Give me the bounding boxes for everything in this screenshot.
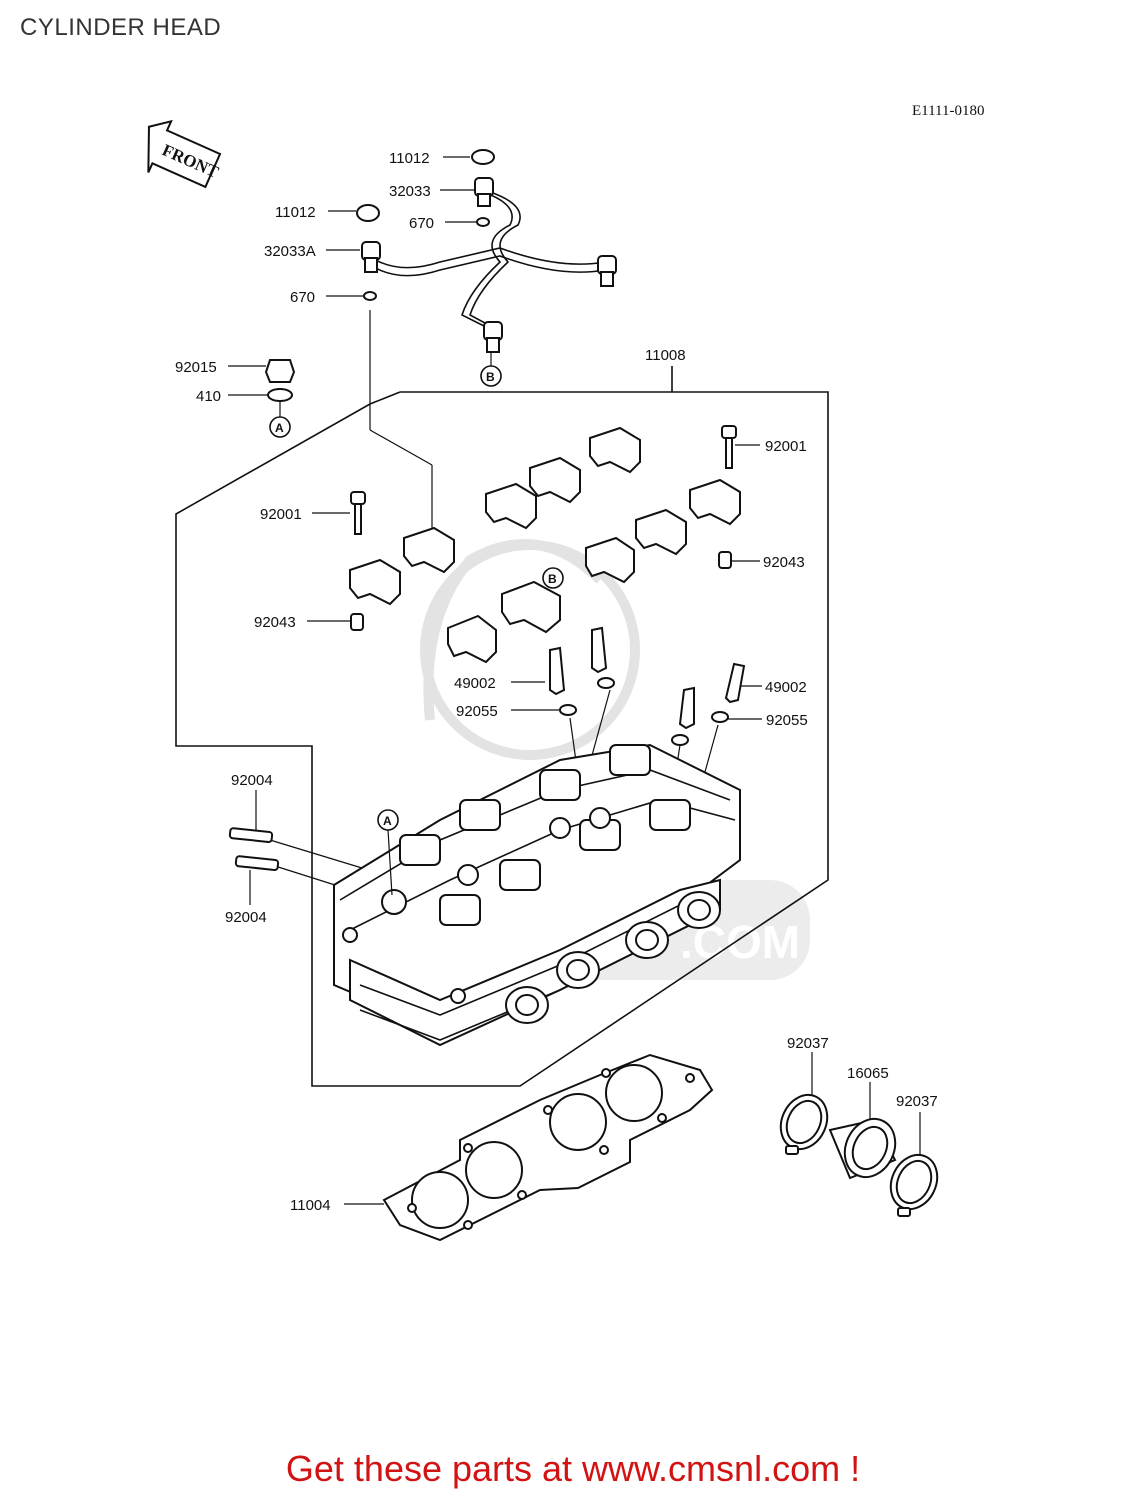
label-92055-right: 92055 bbox=[766, 712, 808, 729]
dowel-92043-left bbox=[350, 613, 364, 631]
label-670-top: 670 bbox=[409, 215, 434, 232]
label-92037-right: 92037 bbox=[896, 1093, 938, 1110]
carb-holder-assembly bbox=[779, 1093, 939, 1217]
dowel-92043-right bbox=[718, 551, 732, 569]
bolt-92001-right bbox=[721, 425, 737, 469]
front-arrow-icon: FRONT bbox=[147, 119, 222, 189]
label-11004: 11004 bbox=[290, 1197, 331, 1214]
label-92037-left: 92037 bbox=[787, 1035, 829, 1052]
label-49002-left: 49002 bbox=[454, 675, 496, 692]
label-92055-left: 92055 bbox=[456, 703, 498, 720]
valve-guides bbox=[549, 626, 746, 746]
label-92001-right: 92001 bbox=[765, 438, 807, 455]
nut-92015 bbox=[264, 359, 296, 383]
callout-a-top: A bbox=[269, 416, 291, 438]
cap-11012-top bbox=[471, 149, 495, 165]
label-670-left: 670 bbox=[290, 289, 315, 306]
part-labels: 11012 32033 11012 670 32033A 670 11008 9… bbox=[175, 150, 938, 1214]
svg-text:A: A bbox=[275, 421, 284, 435]
callout-b-top: B bbox=[480, 365, 502, 387]
label-92004-bottom: 92004 bbox=[225, 909, 267, 926]
label-92043-left: 92043 bbox=[254, 614, 296, 631]
svg-text:B: B bbox=[548, 572, 557, 586]
diagram-code: E1111-0180 bbox=[912, 103, 985, 119]
head-gasket bbox=[382, 1053, 714, 1242]
label-32033A: 32033A bbox=[264, 243, 316, 260]
label-49002-right: 49002 bbox=[765, 679, 807, 696]
callout-a-head: A bbox=[377, 809, 399, 896]
label-92043-right: 92043 bbox=[763, 554, 805, 571]
page-title: CYLINDER HEAD bbox=[20, 14, 222, 41]
label-92001-left: 92001 bbox=[260, 506, 302, 523]
camshaft-caps bbox=[349, 426, 741, 664]
bolt-92001-left bbox=[350, 491, 366, 535]
label-11012-mid: 11012 bbox=[275, 204, 316, 221]
callout-b-cap: B bbox=[542, 567, 564, 589]
label-11012-top: 11012 bbox=[389, 150, 430, 167]
label-16065: 16065 bbox=[847, 1065, 889, 1082]
label-11008: 11008 bbox=[645, 347, 686, 364]
cap-11012-mid bbox=[356, 204, 380, 222]
label-92004-top: 92004 bbox=[231, 772, 273, 789]
oil-pipe bbox=[361, 177, 617, 353]
washer-670-left bbox=[363, 291, 377, 301]
label-32033: 32033 bbox=[389, 183, 431, 200]
svg-text:B: B bbox=[486, 370, 495, 384]
footer-parts-link[interactable]: Get these parts at www.cmsnl.com ! bbox=[285, 1448, 861, 1489]
assembly-boundary bbox=[175, 366, 829, 1087]
label-92015: 92015 bbox=[175, 359, 217, 376]
washer-670-top bbox=[476, 217, 490, 227]
label-410: 410 bbox=[196, 388, 221, 405]
svg-text:A: A bbox=[383, 814, 392, 828]
cylinder-head bbox=[333, 743, 741, 1047]
studs-92004 bbox=[228, 827, 280, 871]
washer-410 bbox=[267, 388, 293, 402]
